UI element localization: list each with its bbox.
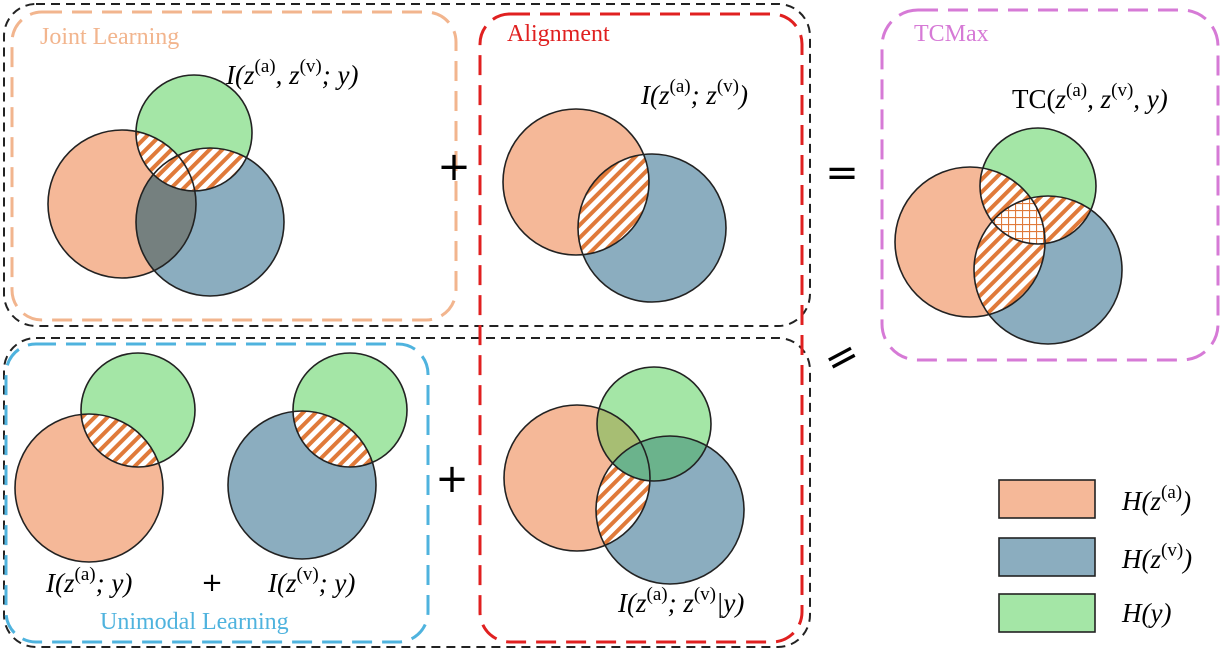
legend-swatch-z-v <box>998 537 1096 577</box>
joint-formula: I(z(a), z(v); y) <box>225 56 358 90</box>
unimodal-v-formula: I(z(v); y) <box>267 564 355 598</box>
tcmax-title: TCMax <box>914 21 989 47</box>
unimodal-learning-title: Unimodal Learning <box>100 609 289 635</box>
equals-operator-top: = <box>825 150 859 196</box>
joint-learning-title: Joint Learning <box>40 24 179 50</box>
joint-learning-box <box>10 10 458 322</box>
upper-row-frame <box>3 3 811 327</box>
legend-swatch-y <box>998 593 1096 633</box>
legend: H(z(a)) H(z(v)) H(y) <box>998 479 1192 633</box>
alignment-hatched-region <box>578 154 649 255</box>
legend-label-z-a: H(z(a)) <box>1121 482 1191 516</box>
unimodal-venn-v <box>227 352 408 560</box>
unimodal-a-hatched-region <box>81 414 163 467</box>
plus-operator-bottom: + <box>435 456 469 502</box>
conditional-venn <box>503 366 745 585</box>
unimodal-a-formula: I(z(a); y) <box>45 564 132 598</box>
legend-label-z-v: H(z(v)) <box>1121 540 1192 574</box>
alignment-box <box>478 12 804 644</box>
alignment-formula: I(z(a); z(v)) <box>640 76 748 110</box>
equals-operator-bottom: = <box>816 329 867 385</box>
unimodal-learning-box <box>4 342 430 644</box>
joint-venn <box>47 74 285 297</box>
tcmax-box <box>880 8 1220 362</box>
unimodal-venn-a <box>14 352 196 563</box>
plus-operator-top: + <box>437 144 471 190</box>
unimodal-v-hatched-region <box>293 411 376 467</box>
conditional-formula: I(z(a); z(v)|y) <box>617 584 744 618</box>
tcmax-venn <box>894 127 1123 345</box>
lower-row-frame <box>3 337 811 648</box>
frames <box>3 3 1220 648</box>
legend-label-y: H(y) <box>1121 598 1171 628</box>
tcmax-formula: TC(z(a), z(v), y) <box>1012 80 1168 114</box>
plus-operator-small: + <box>201 568 223 598</box>
alignment-venn <box>502 108 727 303</box>
alignment-title: Alignment <box>507 21 610 47</box>
legend-swatch-z-a <box>998 479 1096 519</box>
